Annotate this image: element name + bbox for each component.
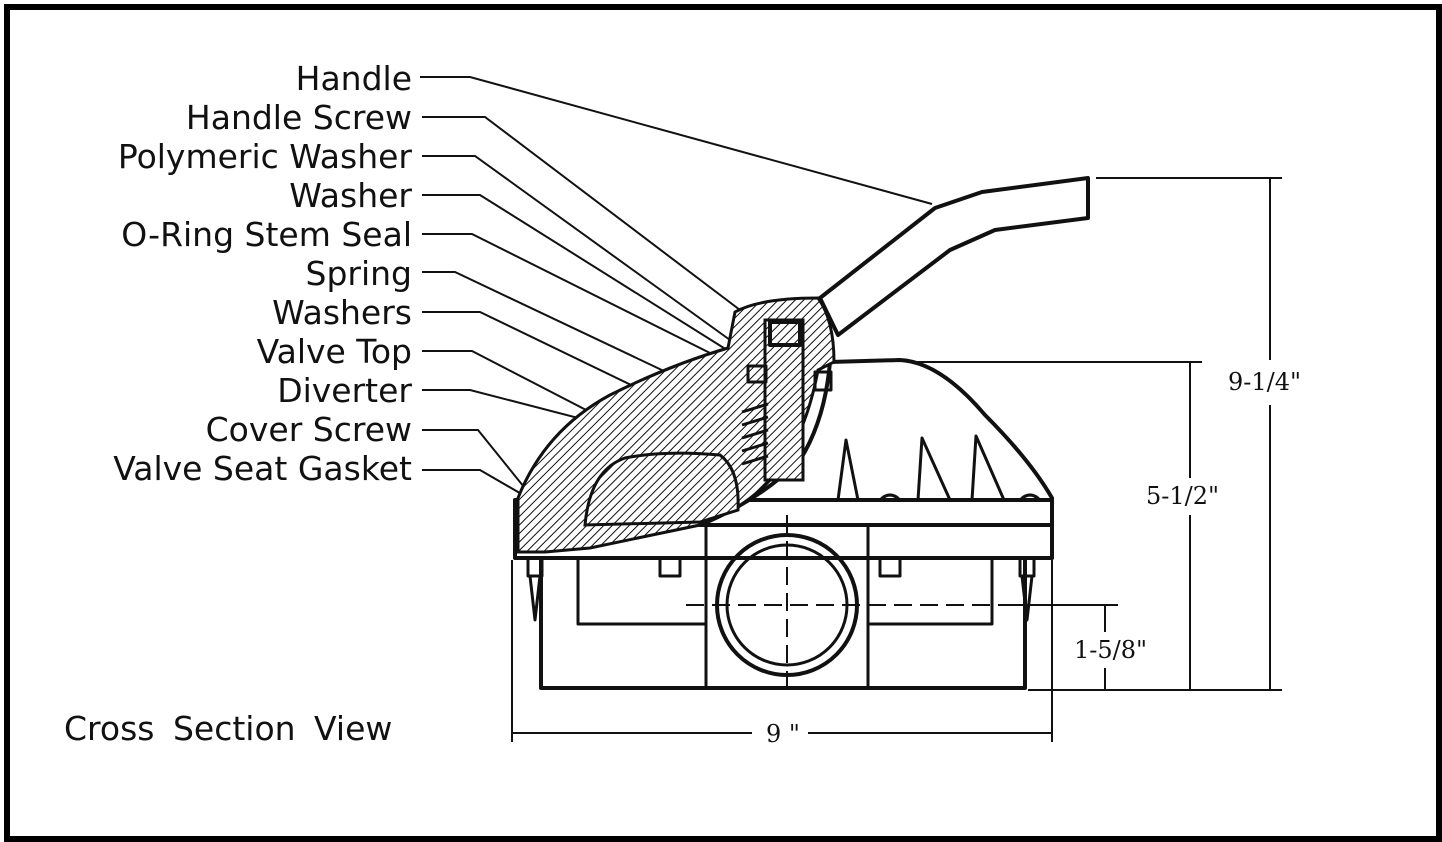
leader-spring bbox=[422, 271, 743, 409]
label-valve-top: Valve Top bbox=[257, 332, 412, 371]
washer-ring bbox=[746, 364, 768, 384]
view-title: Cross Section View bbox=[64, 709, 392, 748]
bolt-left bbox=[526, 556, 544, 578]
label-diverter: Diverter bbox=[277, 371, 412, 410]
rib-3 bbox=[970, 434, 1006, 501]
dimension-lines bbox=[511, 177, 1282, 742]
dim-center-height: 1-5/8" bbox=[1074, 636, 1147, 664]
leader-o-ring bbox=[422, 233, 749, 373]
leader-polymeric-washer bbox=[422, 155, 731, 341]
leader-valve-top bbox=[422, 350, 591, 413]
dim-width: 9 " bbox=[766, 720, 800, 748]
dim-overall-height: 9-1/4" bbox=[1228, 368, 1301, 396]
label-handle-screw: Handle Screw bbox=[186, 98, 412, 137]
leader-washer bbox=[422, 194, 736, 356]
inner-right-box bbox=[866, 556, 994, 626]
part-labels: Handle Handle Screw Polymeric Washer Was… bbox=[113, 59, 412, 488]
nut-right bbox=[878, 556, 902, 578]
bolt-left-tip bbox=[528, 575, 542, 622]
label-polymeric-washer: Polymeric Washer bbox=[118, 137, 413, 176]
leader-handle bbox=[420, 76, 933, 205]
dimension-labels: 9-1/4" 5-1/2" 1-5/8" 9 " bbox=[766, 368, 1301, 748]
label-valve-seat-gasket: Valve Seat Gasket bbox=[113, 449, 412, 488]
spring-coils bbox=[741, 402, 769, 466]
label-o-ring-stem-seal: O-Ring Stem Seal bbox=[121, 215, 412, 254]
label-washer: Washer bbox=[289, 176, 412, 215]
rib-2 bbox=[916, 436, 952, 501]
label-washers: Washers bbox=[272, 293, 412, 332]
diverter bbox=[583, 451, 740, 527]
bolt-right bbox=[1018, 556, 1036, 578]
label-cover-screw: Cover Screw bbox=[206, 410, 412, 449]
inner-left-box bbox=[576, 556, 708, 626]
rib-1 bbox=[836, 438, 860, 501]
leader-handle-screw bbox=[422, 116, 741, 311]
leader-cover-screw bbox=[422, 429, 529, 493]
lower-body bbox=[526, 515, 1036, 690]
o-ring bbox=[813, 370, 833, 392]
bolt-right-tip bbox=[1020, 575, 1034, 622]
dim-body-height: 5-1/2" bbox=[1146, 482, 1219, 510]
handle-part bbox=[818, 176, 1090, 337]
handle-shape bbox=[818, 176, 1090, 337]
stem-cap bbox=[768, 320, 802, 347]
valve-top-section bbox=[516, 296, 836, 554]
nut-left bbox=[658, 556, 682, 578]
label-handle: Handle bbox=[296, 59, 412, 98]
label-spring: Spring bbox=[306, 254, 413, 293]
